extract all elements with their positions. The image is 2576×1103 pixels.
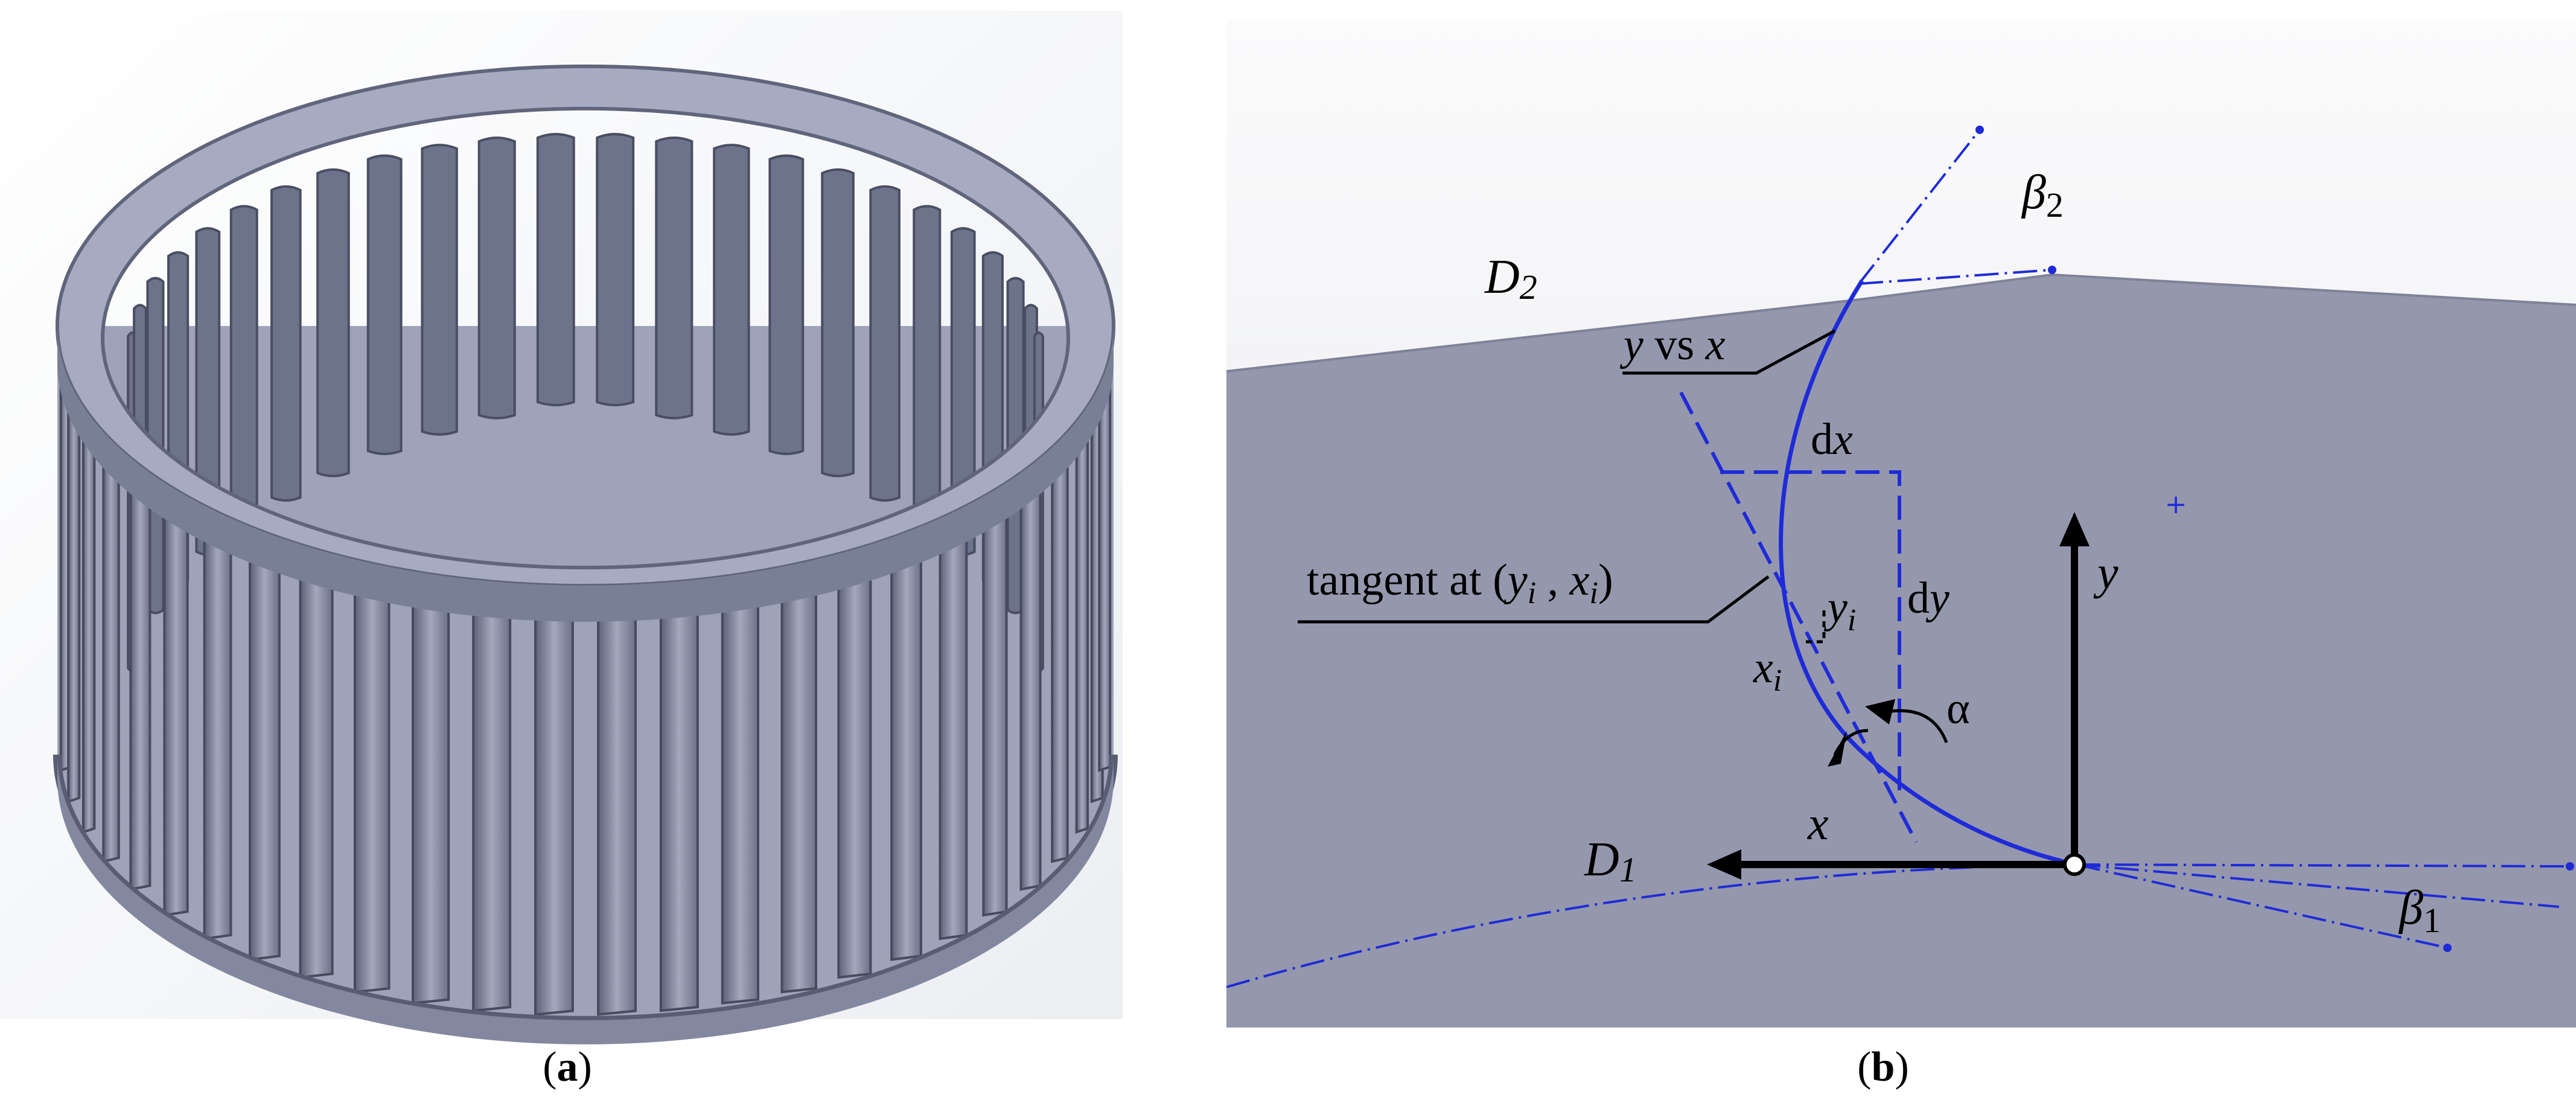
label-axis-y: y <box>2093 546 2119 599</box>
inner-blade <box>713 144 750 436</box>
outer-blade <box>1075 396 1089 834</box>
label-dx: dx <box>1811 415 1853 464</box>
y-axis-arrow <box>2059 512 2090 546</box>
beta1-ref-line <box>2076 863 2571 868</box>
tangent-leader <box>1298 575 1770 624</box>
beta1-line-2 <box>2076 863 2560 908</box>
label-tangent: tangent at (yi , xi) <box>1307 555 1613 610</box>
label-xi: xi <box>1753 643 1782 698</box>
outer-blade <box>299 539 334 979</box>
beta2-ref-line <box>1858 269 2053 285</box>
alpha-arrow-right <box>1865 699 1895 724</box>
dx-dy-triangle <box>1720 470 1901 797</box>
outer-blade <box>203 500 232 941</box>
x-axis-arrow <box>1707 849 1741 880</box>
outer-blade <box>1019 452 1042 891</box>
inner-blade <box>316 168 350 478</box>
outer-blade <box>81 396 96 834</box>
xi-yi-marker <box>1806 610 1826 644</box>
label-beta1: β1 <box>2398 881 2441 940</box>
beta1-point <box>2443 944 2452 952</box>
alpha-arc-right <box>1883 709 1948 743</box>
center-cross: + <box>2165 489 2187 520</box>
outer-blade <box>411 564 450 1005</box>
outer-blade <box>780 553 817 994</box>
label-beta2: β2 <box>2021 166 2064 225</box>
inner-blade <box>655 136 693 420</box>
inner-blade <box>536 133 575 407</box>
label-curve: y vs x <box>1619 320 1726 369</box>
label-axis-x: x <box>1807 797 1829 849</box>
outer-blade <box>939 500 968 941</box>
outer-blade <box>982 478 1008 917</box>
tangent-line <box>1679 391 1918 843</box>
inner-blade <box>477 136 516 420</box>
origin-point <box>2063 853 2086 876</box>
inner-diameter-arc <box>1226 863 2080 988</box>
outer-blade-row <box>59 336 1112 1016</box>
outer-blade <box>659 571 699 1012</box>
inner-blade <box>366 154 403 455</box>
caption-b: (b) <box>1857 1044 1909 1090</box>
beta1-ref-point <box>2566 862 2574 871</box>
inner-blade <box>821 168 855 478</box>
label-d2: D2 <box>1484 251 1537 307</box>
panel-a <box>0 11 1123 1044</box>
outer-blade <box>597 575 637 1016</box>
outer-blade <box>1051 425 1069 863</box>
outer-blade <box>354 553 391 994</box>
beta2-point <box>1975 126 1984 134</box>
beta2-line <box>1858 129 1981 285</box>
inner-blade <box>229 205 258 528</box>
inner-blade <box>869 185 901 502</box>
inner-blade <box>913 205 942 528</box>
caption-a: (a) <box>543 1044 592 1090</box>
outer-blade <box>102 425 120 863</box>
outer-blade <box>163 478 189 917</box>
inner-blade <box>270 185 302 502</box>
inner-blade <box>421 144 458 436</box>
inner-blade <box>596 133 635 407</box>
label-yi: yi <box>1823 583 1856 638</box>
label-dy: dy <box>1907 574 1950 623</box>
panel-b: + D2 β2 y vs x dx dy tangent at (yi , xi… <box>1226 19 2576 1028</box>
beta1-line <box>2076 863 2448 949</box>
outer-blade <box>472 571 512 1012</box>
alpha-arrow-left <box>1828 731 1847 767</box>
outer-blade <box>890 521 922 961</box>
outer-blade <box>249 521 281 961</box>
outer-blade <box>129 452 151 891</box>
curve-leader <box>1622 329 1836 375</box>
outer-blade <box>721 564 760 1005</box>
beta2-ref-point <box>2048 266 2056 274</box>
label-alpha: α <box>1946 684 1970 734</box>
outer-blade <box>837 539 872 979</box>
outer-blade <box>534 575 574 1016</box>
blade-curve <box>1779 280 2077 867</box>
outer-diameter-edge <box>1226 273 2576 372</box>
inner-blade <box>768 154 805 455</box>
label-d1: D1 <box>1584 833 1637 889</box>
